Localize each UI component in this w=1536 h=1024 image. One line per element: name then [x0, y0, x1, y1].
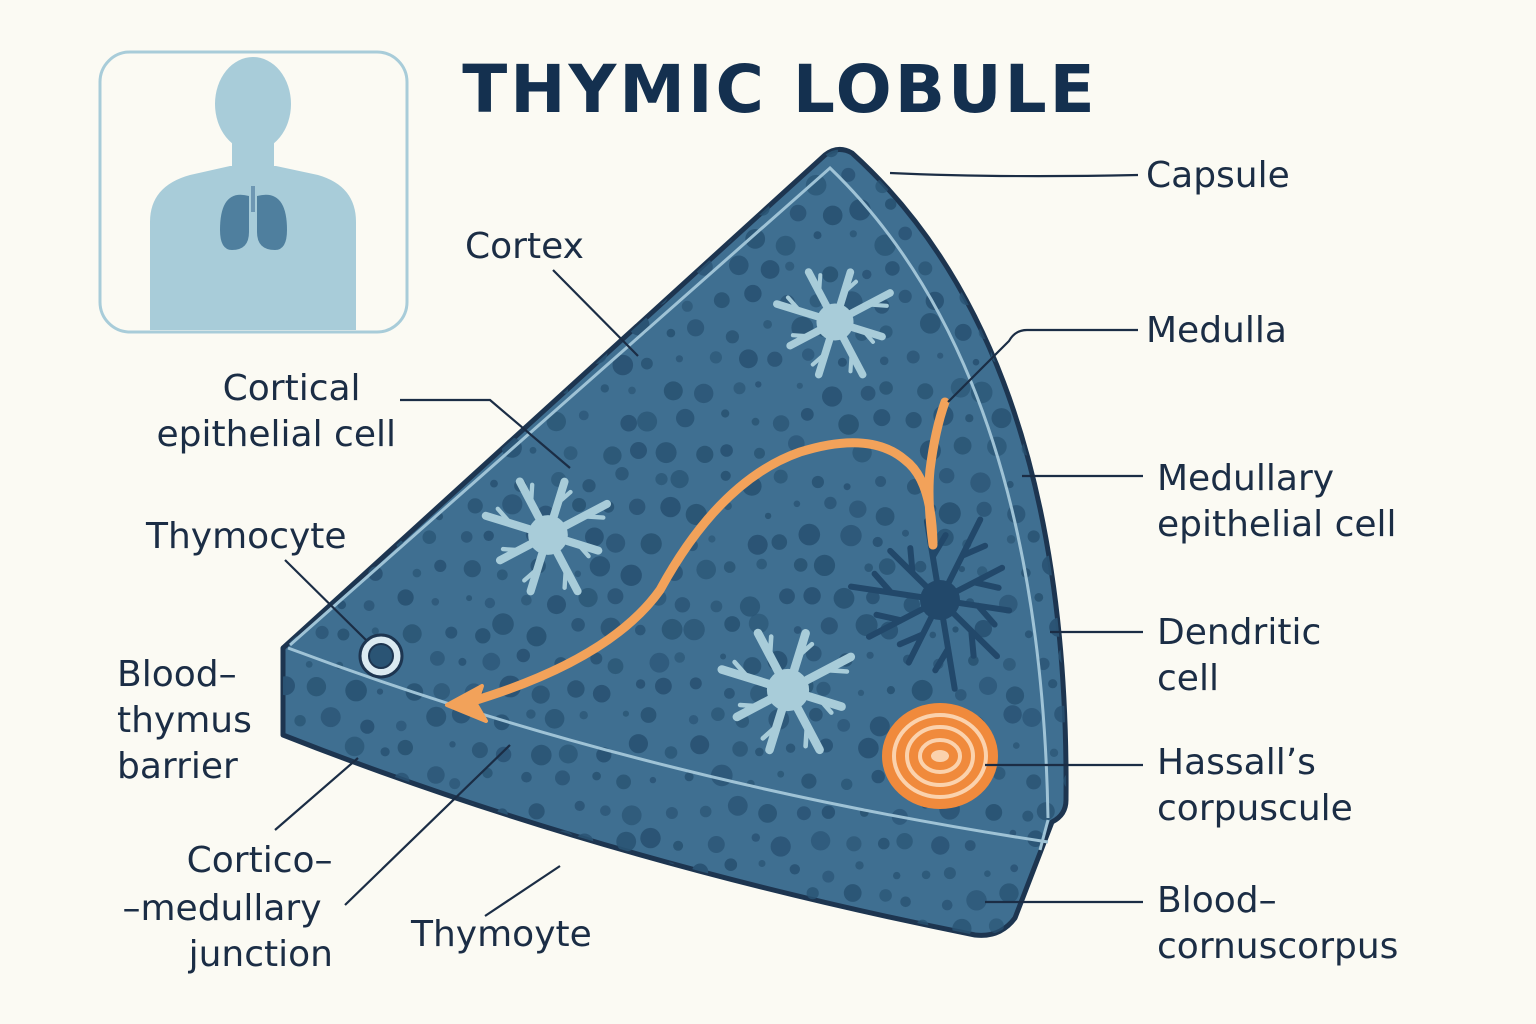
label-blood-thymus-barrier: Blood– thymus barrier [117, 654, 263, 787]
human-torso-icon [150, 57, 356, 330]
label-blood-cornuscorpus: Blood– cornuscorpus [1157, 880, 1398, 967]
inner-capsule-line [289, 165, 1050, 819]
diagram-title: THYMIC LOBULE [462, 51, 1098, 128]
label-capsule: Capsule [1146, 155, 1290, 196]
labels: Capsule Cortex Medulla Cortical epitheli… [117, 155, 1398, 975]
leader-thymoyte-bottom [484, 865, 561, 917]
body-inset [98, 50, 409, 334]
star-cell-icon [773, 268, 894, 379]
leader-junction [344, 744, 511, 906]
hassalls-corpuscle-icon [882, 703, 998, 809]
lungs-icon [220, 186, 287, 250]
leader-lines [274, 171, 1143, 917]
thymocyte-icon [358, 633, 404, 679]
label-cortico-medullary-junction: Cortico– –medullary junction [122, 840, 344, 975]
star-cell-icon [481, 477, 612, 596]
migration-arrow-icon [445, 397, 950, 723]
leader-capsule [889, 171, 1139, 178]
epithelial-cells [481, 268, 894, 755]
label-cortex: Cortex [465, 226, 584, 267]
leader-medulla [947, 328, 1138, 403]
star-cell-icon [717, 628, 856, 755]
label-medulla: Medulla [1146, 310, 1287, 351]
leader-thymocyte-top [284, 559, 367, 641]
label-thymocyte: Thymocyte [145, 516, 347, 557]
label-thymoyte: Thymoyte [410, 914, 592, 955]
leader-cortical-epithelial [400, 398, 571, 469]
dendritic-cell-icon [848, 516, 1013, 692]
lobule-front-edge [287, 646, 1049, 844]
label-dendritic-cell: Dendritic cell [1157, 612, 1333, 699]
leader-barrier [274, 757, 359, 831]
label-hassalls-corpuscule: Hassall’s corpuscule [1157, 742, 1353, 829]
leader-cortex [552, 269, 639, 357]
label-cortical-epithelial-cell: Cortical epithelial cell [156, 368, 396, 455]
label-medullary-epithelial-cell: Medullary epithelial cell [1157, 458, 1397, 545]
lobule-side-edge [1038, 819, 1050, 851]
